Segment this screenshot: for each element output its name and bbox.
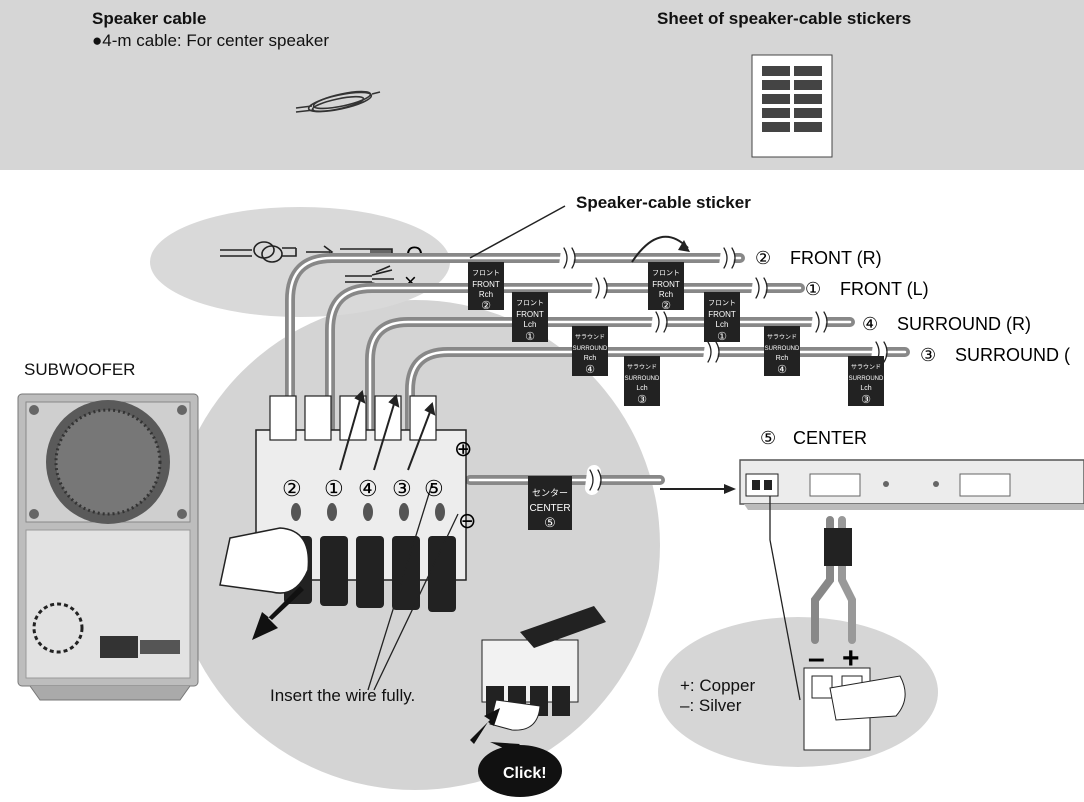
silver-label: –: Silver [680,696,742,715]
svg-text:Lch: Lch [524,320,537,329]
sticker-callout-label: Speaker-cable sticker [576,193,751,212]
speaker-num-front-r: ② [755,248,771,268]
coiled-cable-image [295,90,381,113]
svg-text:FRONT: FRONT [652,280,680,289]
speaker-num-center: ⑤ [760,428,776,448]
small-terminal-image [470,606,606,744]
svg-text:Rch: Rch [776,355,789,362]
subwoofer-label: SUBWOOFER [24,360,136,379]
svg-text:Lch: Lch [860,385,871,392]
speaker-labels: ② FRONT (R) ① FRONT (L) ④ SURROUND (R) ③… [755,248,1070,448]
svg-text:FRONT: FRONT [472,280,500,289]
svg-text:⑤: ⑤ [544,515,556,530]
svg-text:①: ① [525,331,535,343]
terminal-number: ① [324,476,344,501]
svg-text:②: ② [661,300,671,312]
svg-text:サラウンド: サラウンド [575,333,605,341]
svg-text:サラウンド: サラウンド [767,333,797,341]
plus-terminal-mark: + [842,642,860,675]
svg-text:SURROUND: SURROUND [765,346,800,352]
speaker-num-surround-l: ③ [920,345,936,365]
svg-text:CENTER: CENTER [529,503,570,514]
svg-text:センター: センター [532,488,568,498]
pull-direction-arrow [252,586,304,640]
svg-text:Rch: Rch [584,355,597,362]
svg-text:②: ② [481,300,491,312]
svg-text:Lch: Lch [716,320,729,329]
svg-text:④: ④ [585,364,595,376]
svg-text:フロント: フロント [472,269,500,277]
insert-arrows [339,389,436,471]
speaker-name-front-l: FRONT (L) [840,279,929,299]
svg-text:フロント: フロント [652,269,680,277]
terminal-number: ⑤ [424,476,444,501]
svg-text:サラウンド: サラウンド [627,363,657,371]
speaker-name-surround-r: SURROUND (R) [897,314,1031,334]
svg-text:Rch: Rch [659,290,673,299]
insert-wire-label: Insert the wire fully. [270,686,416,705]
center-tag-small [824,528,852,566]
svg-text:サラウンド: サラウンド [851,363,881,371]
tag-surround-r-2: サラウンド SURROUND Rch ④ [764,326,800,376]
accessories-panel [0,0,1084,170]
speaker-cable-title: Speaker cable [92,9,207,28]
svg-text:Lch: Lch [636,385,647,392]
svg-text:Rch: Rch [479,290,493,299]
svg-text:③: ③ [861,394,871,406]
speaker-name-surround-l: SURROUND ( [955,345,1070,365]
click-bubble [478,745,562,797]
tag-surround-l-2: サラウンド SURROUND Lch ③ [848,356,884,406]
svg-text:SURROUND: SURROUND [849,376,884,382]
speaker-num-front-l: ① [805,279,821,299]
tag-center: センター CENTER ⑤ [528,476,572,530]
terminal-numbers: ② ① ④ ③ ⑤ [282,476,444,501]
tag-front-r-2: フロント FRONT Rch ② [648,262,684,312]
svg-text:SURROUND: SURROUND [625,376,660,382]
plus-symbol: ⊕ [454,436,472,461]
tag-front-l-1: フロント FRONT Lch ① [512,292,548,343]
svg-text:④: ④ [777,364,787,376]
sticker-callout-line [469,205,566,259]
subwoofer-image [17,393,199,701]
minus-symbol: ⊖ [458,508,476,533]
tag-front-r-1: フロント FRONT Rch ② [468,262,504,312]
tag-front-l-2: フロント FRONT Lch ① [704,292,740,343]
sticker-sheet-image [751,54,833,158]
speaker-num-surround-r: ④ [862,314,878,334]
speaker-cable-note: ●4-m cable: For center speaker [92,31,330,50]
click-label: Click! [503,765,547,782]
tag-surround-l-1: サラウンド SURROUND Lch ③ [624,356,660,406]
copper-label: +: Copper [680,676,756,695]
center-speaker-image [739,459,1084,510]
minus-terminal-mark: – [808,642,825,675]
svg-text:③: ③ [637,394,647,406]
terminal-number: ② [282,476,302,501]
terminal-number: ④ [358,476,378,501]
svg-text:FRONT: FRONT [516,310,544,319]
polarity-terminal-image [803,667,906,751]
sticker-sheet-title: Sheet of speaker-cable stickers [657,9,912,28]
terminal-number: ③ [392,476,412,501]
svg-text:SURROUND: SURROUND [573,346,608,352]
speaker-name-center: CENTER [793,428,867,448]
svg-text:①: ① [717,331,727,343]
tag-surround-r-1: サラウンド SURROUND Rch ④ [572,326,608,376]
svg-text:フロント: フロント [516,299,544,307]
speaker-name-front-r: FRONT (R) [790,248,882,268]
svg-text:フロント: フロント [708,299,736,307]
svg-text:FRONT: FRONT [708,310,736,319]
speaker-cables [285,243,910,495]
hand-image [219,527,310,594]
